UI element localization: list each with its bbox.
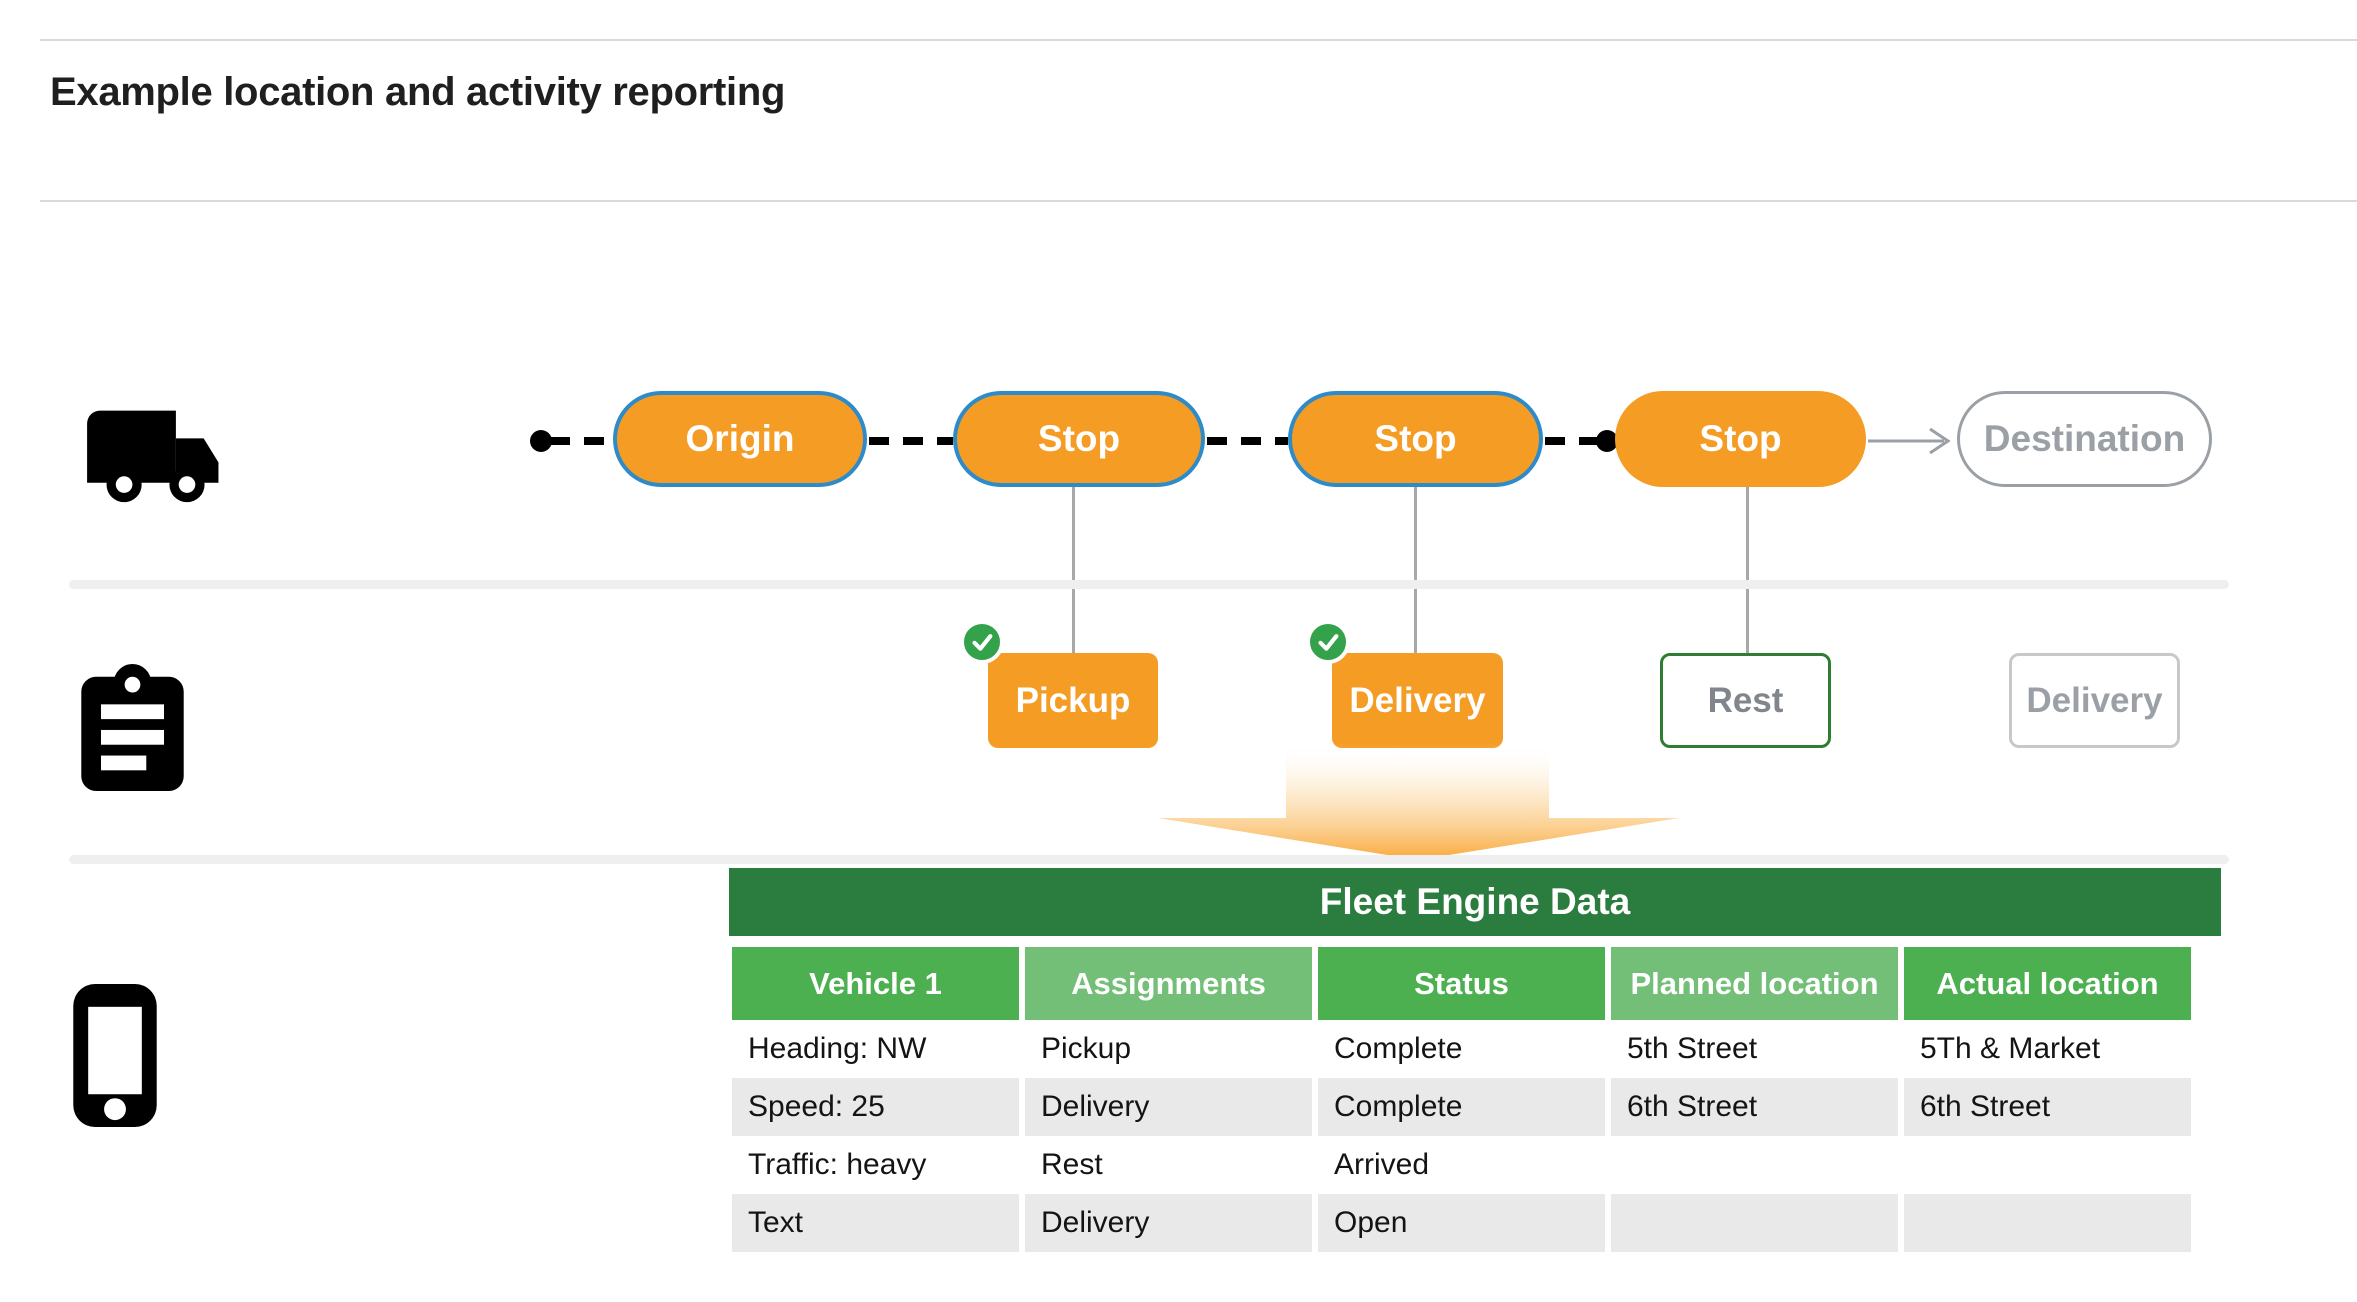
column-header-actual-location: Actual location [1904,947,2191,1020]
column-header-vehicle: Vehicle 1 [732,947,1019,1020]
activity-box-delivery: Delivery [1332,653,1503,748]
band-divider [69,580,2229,589]
table-cell: Pickup [1041,1032,1132,1065]
check-complete-icon [960,620,1004,664]
data-flow-arrow-icon [1155,742,1680,867]
activity-box-pickup: Pickup [988,653,1158,748]
activity-box-delivery-upcoming: Delivery [2009,653,2180,748]
table-cell [1611,1194,1898,1252]
table-cell: 5th Street [1627,1032,1758,1065]
table-cell: 6th Street [1904,1078,2191,1136]
stop-activity-connector [1746,487,1749,653]
route-pill-destination: Destination [1957,391,2212,487]
route-pill-stop-2: Stop [1288,391,1543,487]
activity-box-rest: Rest [1660,653,1831,748]
table-cell: Delivery [1025,1078,1312,1136]
route-pill-stop-1: Stop [953,391,1205,487]
route-progress-dot [1596,430,1618,452]
column-header-planned-location: Planned location [1611,947,1898,1020]
page-title: Example location and activity reporting [50,70,786,114]
phone-icon [70,981,160,1135]
column-header-status: Status [1318,947,1605,1020]
arrow-to-destination-icon [1868,421,1954,466]
header-divider-line [40,200,2357,202]
table-title: Fleet Engine Data [729,868,2221,936]
route-pill-stop-3: Stop [1615,391,1866,487]
route-start-dot [530,430,552,452]
route-dashed-segment [550,437,614,445]
route-dashed-segment [869,437,953,445]
table-cell: 5Th & Market [1920,1032,2101,1065]
table-cell: Delivery [1025,1194,1312,1252]
table-cell: Arrived [1334,1148,1430,1181]
band-divider [69,855,2229,864]
table-cell: 6th Street [1611,1078,1898,1136]
column-header-assignments: Assignments [1025,947,1312,1020]
table-cell [1904,1136,2191,1194]
table-cell: Traffic: heavy [748,1148,927,1181]
route-dashed-segment [1207,437,1288,445]
top-divider-line [40,39,2357,41]
stop-activity-connector [1072,487,1075,653]
truck-icon [76,396,224,519]
stop-activity-connector [1414,487,1417,653]
table-cell: Rest [1041,1148,1103,1181]
table-cell: Open [1318,1194,1605,1252]
table-cell: Speed: 25 [732,1078,1019,1136]
clipboard-icon [73,663,192,796]
route-pill-origin: Origin [613,391,867,487]
route-dashed-segment [1545,437,1600,445]
table-cell: Heading: NW [748,1032,927,1065]
table-cell [1904,1194,2191,1252]
check-complete-icon [1306,620,1350,664]
table-cell: Text [732,1194,1019,1252]
table-cell: Complete [1334,1032,1463,1065]
table-cell [1611,1136,1898,1194]
table-cell: Complete [1318,1078,1605,1136]
